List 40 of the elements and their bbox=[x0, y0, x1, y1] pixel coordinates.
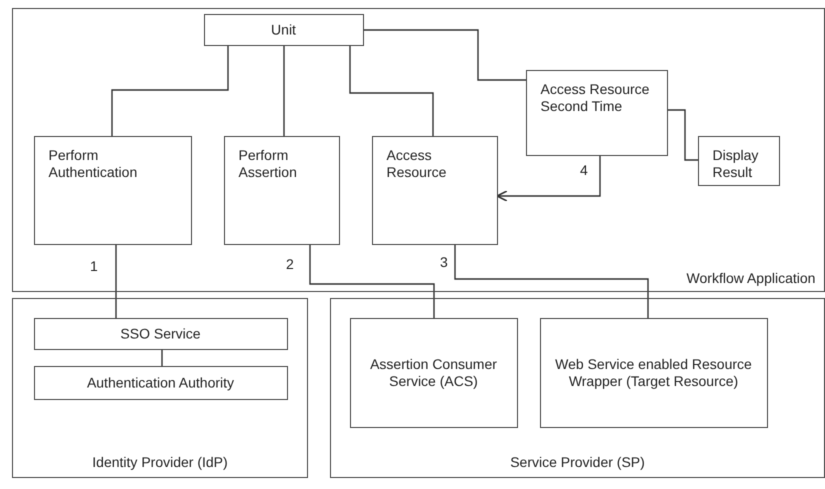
service-box bbox=[350, 318, 518, 428]
connector-line bbox=[364, 29, 526, 81]
service-box bbox=[34, 318, 288, 350]
box-label: Display Result bbox=[712, 146, 760, 180]
workflow-container bbox=[12, 8, 825, 292]
connector-line bbox=[454, 245, 649, 318]
connector-line bbox=[115, 245, 117, 318]
connector-line bbox=[111, 46, 229, 136]
service-box bbox=[540, 318, 768, 428]
container-label: Service Provider (SP) bbox=[509, 454, 646, 471]
connector-line bbox=[349, 46, 434, 136]
box-label: Authentication Authority bbox=[86, 374, 236, 391]
box-label: Web Service enabled Resource Wrapper (Target Resource) bbox=[554, 356, 753, 390]
connector-line bbox=[309, 245, 435, 318]
process-box bbox=[224, 136, 340, 244]
provider-container bbox=[330, 298, 825, 478]
container-label: Workflow Application bbox=[686, 270, 816, 287]
arrow bbox=[496, 156, 601, 202]
process-box bbox=[372, 136, 498, 244]
connector-line bbox=[668, 109, 698, 161]
edge-label: 3 bbox=[438, 254, 450, 270]
connector-line bbox=[161, 350, 163, 366]
edge-label: 2 bbox=[284, 256, 296, 272]
provider-container bbox=[12, 298, 308, 478]
process-box bbox=[698, 136, 780, 186]
service-box bbox=[34, 366, 288, 400]
container-label: Identity Provider (IdP) bbox=[91, 454, 229, 471]
box-label: SSO Service bbox=[119, 325, 202, 342]
edge-label: 1 bbox=[88, 258, 100, 274]
connector-line bbox=[283, 46, 285, 136]
box-label: Access Resource bbox=[386, 146, 448, 180]
edge-label: 4 bbox=[578, 162, 590, 178]
box-label: Perform Authentication bbox=[48, 146, 138, 180]
process-box bbox=[204, 14, 364, 46]
box-label: Access Resource Second Time bbox=[540, 80, 650, 114]
box-label: Unit bbox=[270, 21, 297, 38]
box-label: Assertion Consumer Service (ACS) bbox=[369, 356, 498, 390]
box-label: Perform Assertion bbox=[238, 146, 298, 180]
process-box bbox=[34, 136, 192, 244]
process-box bbox=[526, 70, 668, 156]
